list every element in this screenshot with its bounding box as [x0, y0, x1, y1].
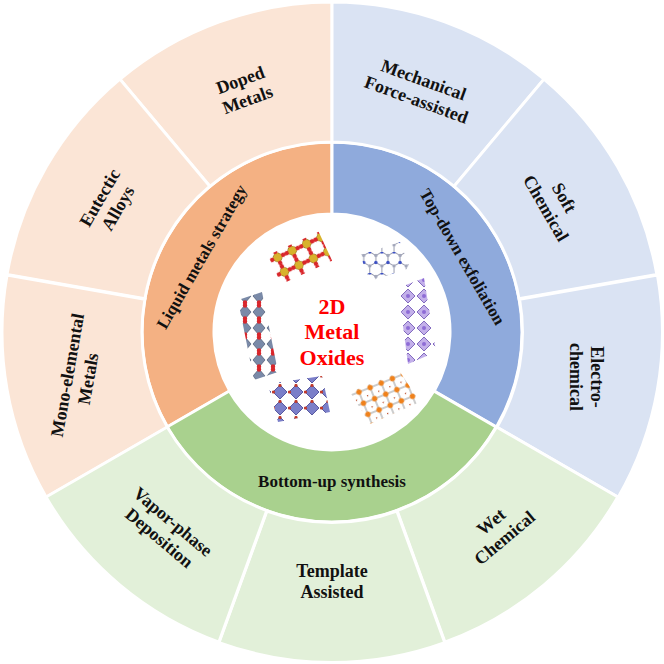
segment-label: Electro-chemical	[565, 331, 606, 423]
segment-outline	[217, 217, 447, 447]
center-title: 2D Metal Oxides	[294, 294, 370, 370]
outer-ring-segment: Eutectic Alloys	[5, 77, 212, 301]
segment-outline	[7, 79, 210, 299]
chain-crystal	[238, 292, 278, 380]
gold-oxide-crystal	[268, 232, 332, 285]
layered-crystal	[398, 278, 436, 364]
segment-outline	[454, 79, 657, 299]
lattice-crystal	[350, 372, 420, 424]
segment-label: Bottom-up synthesis	[258, 472, 406, 492]
segment-outline	[46, 427, 267, 642]
honeycomb-crystal	[360, 242, 410, 281]
center-circle: 2D Metal Oxides	[215, 215, 449, 449]
segment-label: Template Assisted	[282, 561, 382, 602]
outer-ring-segment: Vapor-phase Deposition	[44, 425, 269, 644]
outer-ring-segment: Soft Chemical	[452, 77, 659, 301]
octahedral-crystal	[268, 376, 330, 422]
